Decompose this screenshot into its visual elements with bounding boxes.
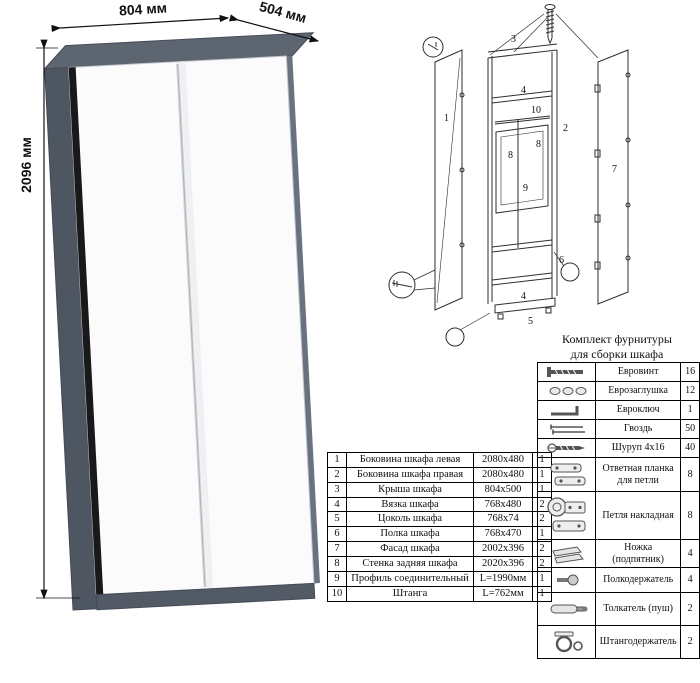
table-row: 5 Цоколь шкафа 768x74 2 — [327, 511, 552, 528]
table-row: 8 Стенка задняя шкафа 2020x396 2 — [327, 556, 552, 572]
table-row: 1 Боковина шкафа левая 2080x480 1 — [327, 452, 552, 468]
part-label-7: 7 — [612, 164, 617, 175]
table-row: Петля накладная 8 — [536, 491, 700, 540]
push-latch-icon — [550, 604, 588, 614]
table-row: Толкатель (пуш) 2 — [536, 592, 700, 626]
table-row: Полкодержатель 4 — [536, 567, 700, 593]
nail-icon — [549, 424, 585, 435]
part-label-9: 9 — [523, 183, 528, 194]
wardrobe-plinth — [95, 582, 316, 611]
door-divider-line — [177, 63, 206, 588]
width-arrow — [51, 14, 230, 33]
confirmat-screw-icon — [546, 367, 583, 377]
side-panel-part — [434, 49, 465, 311]
table-row: 7 Фасад шкафа 2002x396 2 — [327, 541, 552, 558]
height-dimension-label: 2096 мм — [18, 137, 34, 193]
table-row: 2 Боковина шкафа правая 2080x480 1 — [327, 466, 552, 483]
detail-callouts — [388, 36, 580, 347]
table-row: Гвоздь 50 — [536, 419, 700, 439]
parts-table: 1 Боковина шкафа левая 2080x480 1 2 Боко… — [327, 452, 552, 602]
table-row: 6 Полка шкафа 768x470 1 — [327, 526, 552, 543]
table-row: Евровинт 16 — [536, 362, 700, 382]
part-label-4a: 4 — [521, 85, 526, 96]
part-label-1: 1 — [444, 113, 449, 124]
part-label-6: 6 — [559, 255, 564, 266]
carcass-parts — [487, 43, 558, 320]
detail-callout-top — [422, 36, 444, 58]
detail-callout-left — [388, 271, 416, 299]
table-row: Еврозаглушка 12 — [536, 381, 700, 401]
part-label-5: 5 — [528, 316, 533, 327]
table-row: Евроключ 1 — [536, 400, 700, 420]
detail-callout-shelf — [560, 262, 580, 282]
table-row: Штангодержатель 2 — [536, 625, 700, 659]
door-right-shade — [179, 61, 214, 589]
table-row: 3 Крыша шкафа 804x500 1 — [327, 481, 552, 498]
rod-holder-icon — [554, 631, 583, 653]
cap-plug-icon — [549, 387, 587, 395]
wood-screw-icon — [546, 443, 585, 453]
leader-line — [513, 17, 548, 53]
table-row: Ответная планка для петли 8 — [536, 457, 700, 492]
hex-key-icon — [550, 406, 579, 416]
leader-line — [489, 13, 545, 56]
part-label-3: 3 — [511, 34, 516, 45]
hardware-kit-title-line1: Комплект фурнитуры — [562, 332, 672, 346]
part-label-8a: 8 — [508, 150, 513, 161]
exploded-diagram: 1 2 3 4 10 8 8 9 6 4 5 7 — [388, 4, 631, 347]
hinge-plate-icon — [550, 463, 586, 485]
table-row: Ножка (подпятник) 4 — [536, 539, 700, 568]
part-label-2: 2 — [563, 123, 568, 134]
table-row: 10 Штанга L=762мм 1 — [327, 585, 552, 602]
part-label-8b: 8 — [536, 139, 541, 150]
dimension-arrows — [36, 14, 320, 600]
door-left-shade — [68, 67, 104, 595]
table-row: 4 Вязка шкафа 768x480 2 — [327, 496, 552, 513]
wardrobe-illustration — [36, 14, 320, 611]
shelf-pin-icon — [556, 574, 579, 586]
foot-icon — [551, 545, 584, 564]
part-label-10: 10 — [531, 105, 541, 116]
overlay-hinge-icon — [546, 496, 586, 531]
leader-line — [555, 13, 599, 59]
wardrobe-right-edge — [286, 55, 320, 584]
depth-arrow — [228, 14, 320, 43]
hardware-kit-title-line2: для сборки шкафа — [570, 347, 664, 361]
part-label-4b: 4 — [521, 291, 526, 302]
detail-callout-bottom — [445, 327, 465, 347]
confirmat-screw-drawing — [544, 4, 556, 45]
table-row: 9 Профиль соединительный L=1990мм 1 — [327, 570, 552, 587]
hardware-kit-title: Комплект фурнитуры для сборки шкафа — [537, 332, 697, 362]
table-row: Шуруп 4x16 40 — [536, 438, 700, 458]
door-part — [594, 49, 631, 305]
hardware-table: Евровинт 16 Еврозаглушка 12 — [536, 362, 700, 659]
